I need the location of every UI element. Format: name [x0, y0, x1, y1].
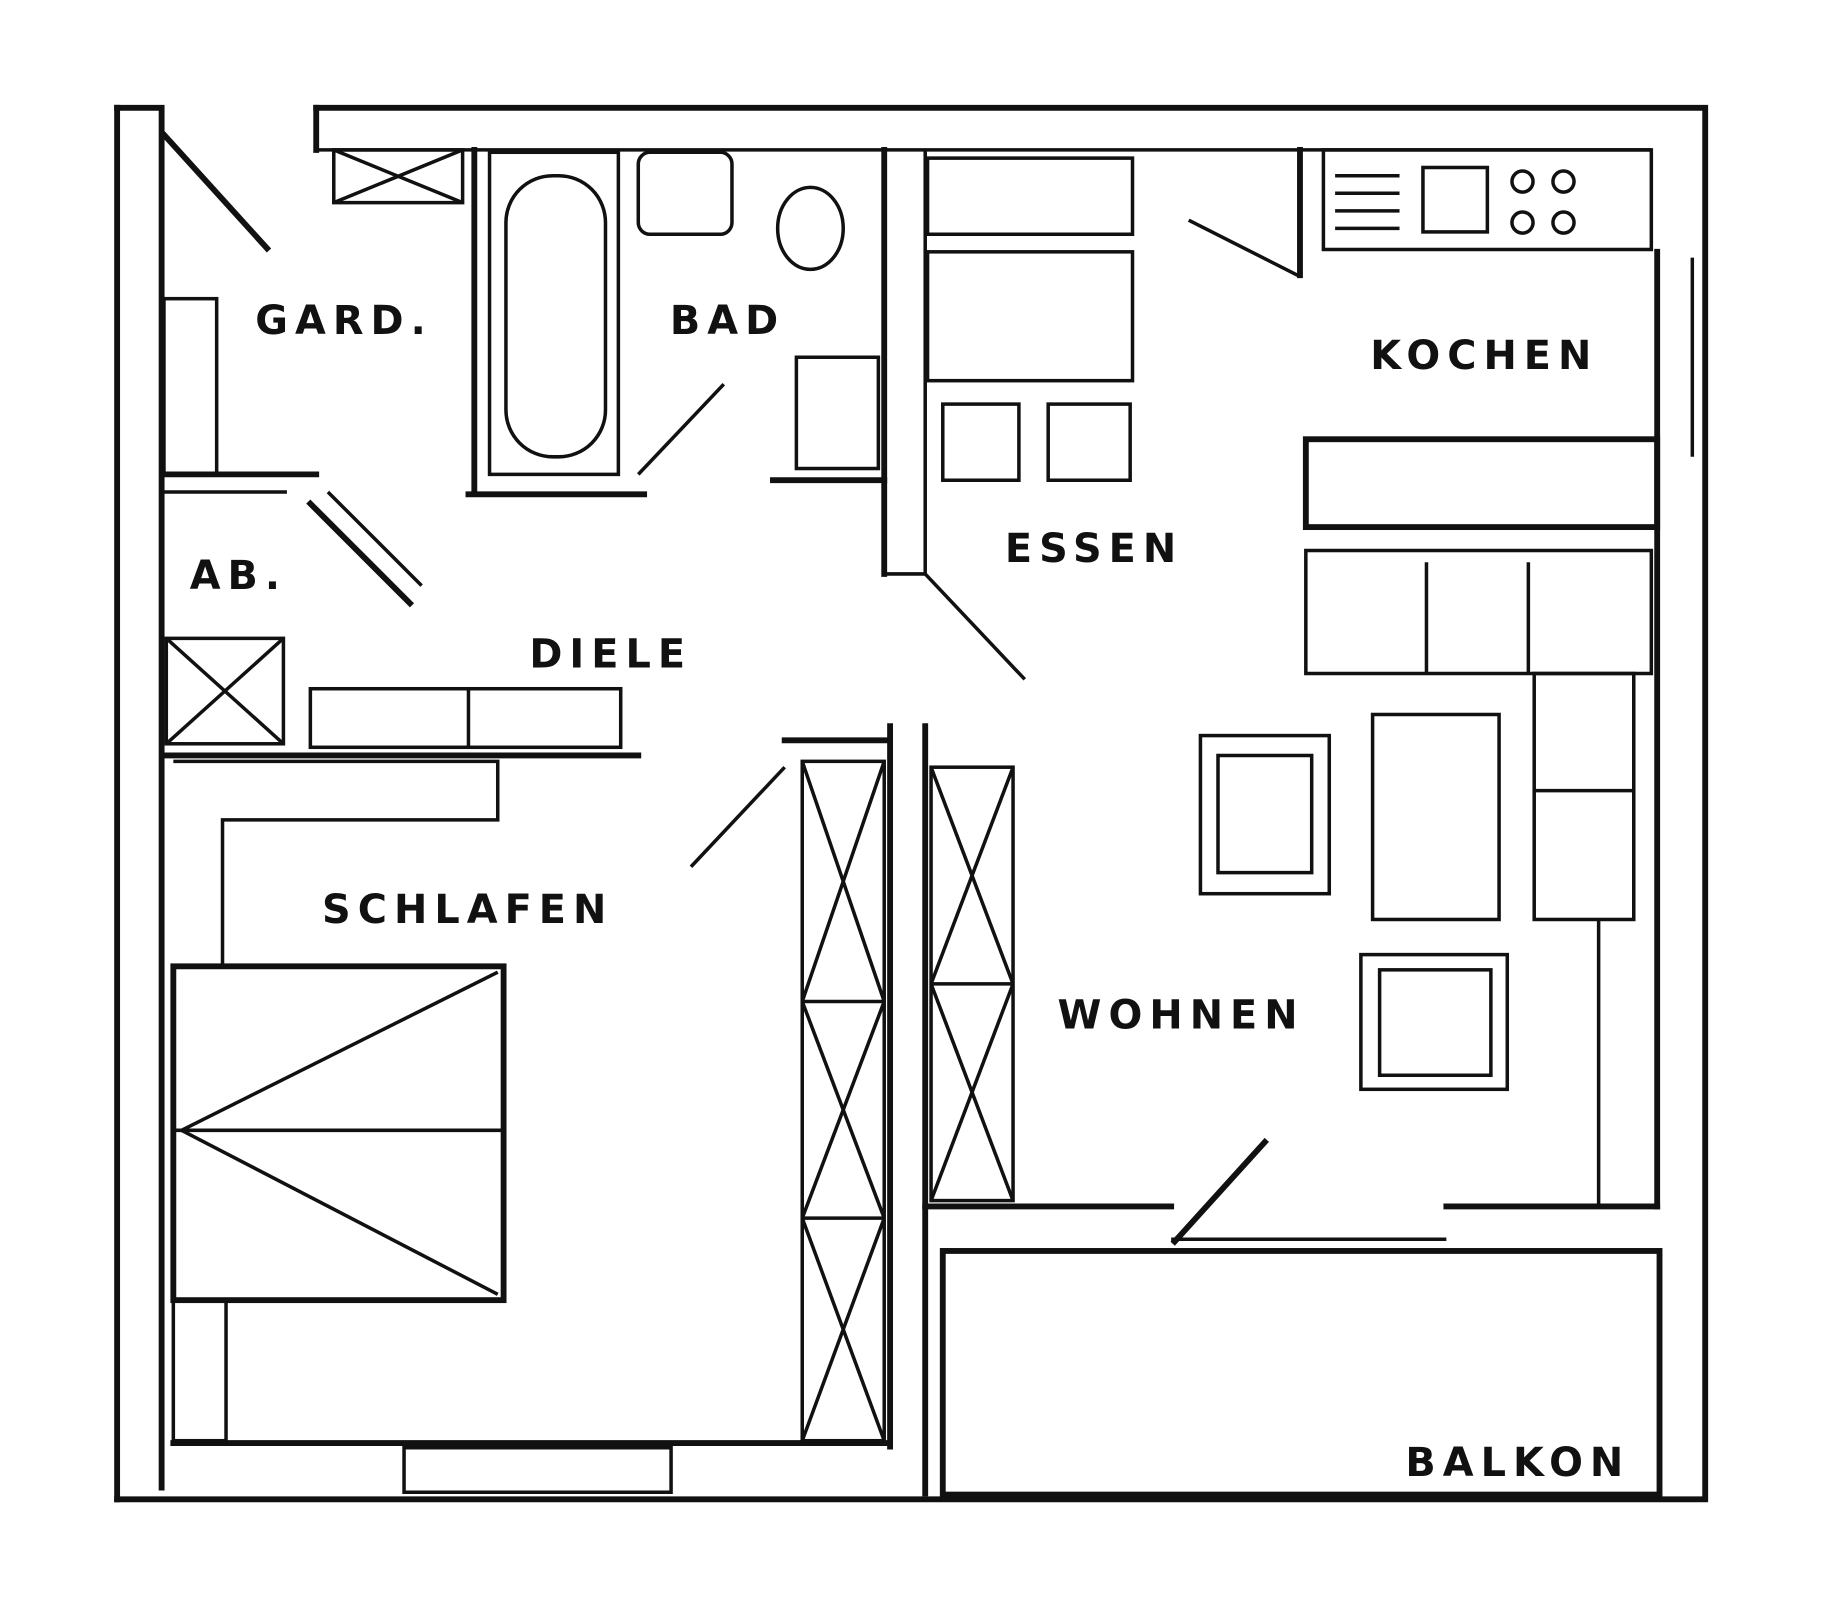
- label-ab: AB.: [190, 553, 287, 599]
- furniture: [164, 148, 1661, 1443]
- interior-walls: [161, 146, 1695, 1498]
- label-gard: GARD.: [255, 298, 432, 344]
- room-labels: GARD. BAD KOCHEN AB. ESSEN DIELE SCHLAFE…: [190, 298, 1630, 1486]
- toilet: [775, 185, 845, 272]
- wardrobe: [800, 759, 886, 1443]
- label-diele: DIELE: [529, 632, 692, 678]
- label-bad: BAD: [670, 298, 785, 344]
- stove-counter: [1321, 148, 1654, 252]
- label-essen: ESSEN: [1005, 526, 1183, 572]
- label-wohnen: WOHNEN: [1058, 992, 1305, 1038]
- doors: [159, 130, 1299, 1246]
- bathtub: [487, 150, 621, 477]
- label-balkon: BALKON: [1405, 1440, 1630, 1486]
- label-schlafen: SCHLAFEN: [322, 887, 613, 933]
- sink: [636, 150, 734, 237]
- bed: [170, 963, 507, 1304]
- label-kochen: KOCHEN: [1370, 333, 1598, 379]
- outer-walls: [114, 104, 1709, 1503]
